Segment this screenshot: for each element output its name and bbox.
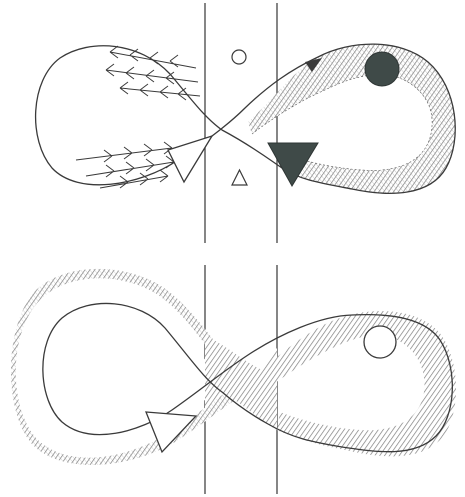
top-open-circle (232, 50, 246, 64)
top-panel (36, 3, 456, 243)
top-open-triangle (232, 170, 247, 185)
top-upper-feather-arrows (106, 46, 200, 100)
bottom-panel (11, 265, 456, 494)
top-lower-feather-arrows (76, 142, 174, 188)
bottom-open-circle (364, 326, 396, 358)
top-filled-circle (365, 52, 399, 86)
